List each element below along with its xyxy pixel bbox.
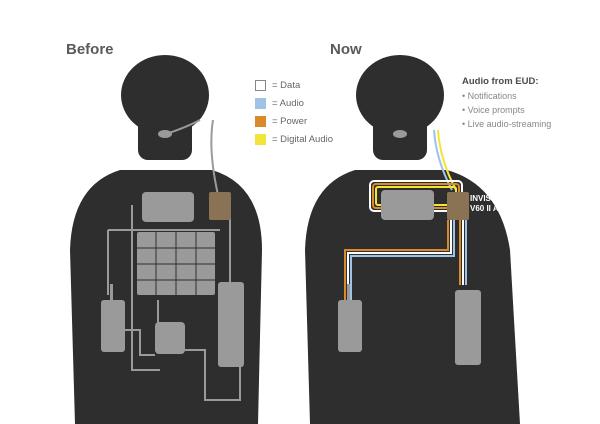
before-title: Before	[66, 41, 114, 58]
now-title: Now	[330, 41, 362, 58]
audio-item: • Voice prompts	[462, 105, 525, 115]
legend-power: = Power	[255, 112, 333, 130]
device-label: INVISIO V60 II ADP	[470, 194, 510, 213]
audio-from-eud: Audio from EUD: • Notifications • Voice …	[462, 76, 551, 133]
audio-item: • Notifications	[462, 91, 517, 101]
audio-item: • Live audio-streaming	[462, 119, 552, 129]
legend: = Data = Audio = Power = Digital Audio	[255, 76, 333, 148]
invisio-hub	[447, 192, 469, 220]
before-equipment	[107, 119, 241, 401]
legend-data: = Data	[255, 76, 333, 94]
legend-digital-audio: = Digital Audio	[255, 130, 333, 148]
before-hub	[209, 192, 231, 220]
legend-audio: = Audio	[255, 94, 333, 112]
audio-heading: Audio from EUD:	[462, 76, 539, 87]
now-cables	[344, 129, 467, 300]
